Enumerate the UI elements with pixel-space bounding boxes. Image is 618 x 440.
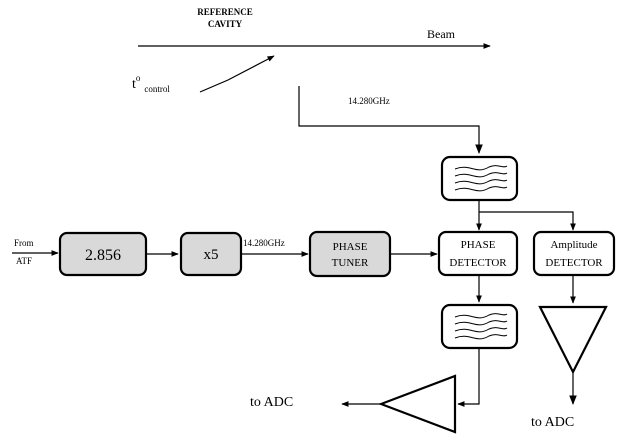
t-control-label: tocontrol xyxy=(132,73,170,94)
amplitude-detector-block xyxy=(532,230,616,277)
phase-detector-block xyxy=(437,230,519,277)
t-control-base: t xyxy=(132,77,136,92)
to-adc-right-label: to ADC xyxy=(531,415,574,430)
to-adc-left-label: to ADC xyxy=(250,395,293,410)
t-control-arrow xyxy=(199,55,275,93)
t-control-subscript: control xyxy=(144,84,170,94)
phase-detector-label-line1: PHASE xyxy=(461,239,496,251)
bottom-filter-icon xyxy=(454,313,508,340)
branch-to-amplitude-detector-arrow xyxy=(479,211,576,231)
reference-cavity-label-line2: CAVITY xyxy=(208,19,243,29)
right-amplifier xyxy=(538,305,608,375)
atf-label: ATF xyxy=(16,256,32,266)
amplitude-detector-label-line2: DETECTOR xyxy=(545,257,603,269)
bottom-filter xyxy=(440,303,519,350)
beam-label: Beam xyxy=(427,27,456,41)
top-filter xyxy=(440,155,519,202)
amplitude-detector-label-line1: Amplitude xyxy=(550,239,597,251)
phase-detector-label-line2: DETECTOR xyxy=(449,257,507,269)
top-path-line xyxy=(298,86,483,154)
phase-tuner-label-line1: PHASE xyxy=(333,241,368,253)
filter-to-left-amplifier-arrow xyxy=(457,348,480,407)
freq-top-label: 14.280GHz xyxy=(348,96,390,106)
t-control-superscript: o xyxy=(136,73,141,83)
phase-tuner-block xyxy=(308,230,392,278)
from-label: From xyxy=(14,238,34,248)
reference-cavity-label-line1: REFERENCE xyxy=(197,7,253,17)
top-filter-icon xyxy=(454,165,508,192)
left-amplifier xyxy=(377,374,457,434)
source-block-label: 2.856 xyxy=(85,247,121,264)
freq-mid-label: 14.280GHz xyxy=(243,238,285,248)
multiplier-block-label: x5 xyxy=(204,247,219,263)
phase-tuner-label-line2: TUNER xyxy=(332,257,369,269)
